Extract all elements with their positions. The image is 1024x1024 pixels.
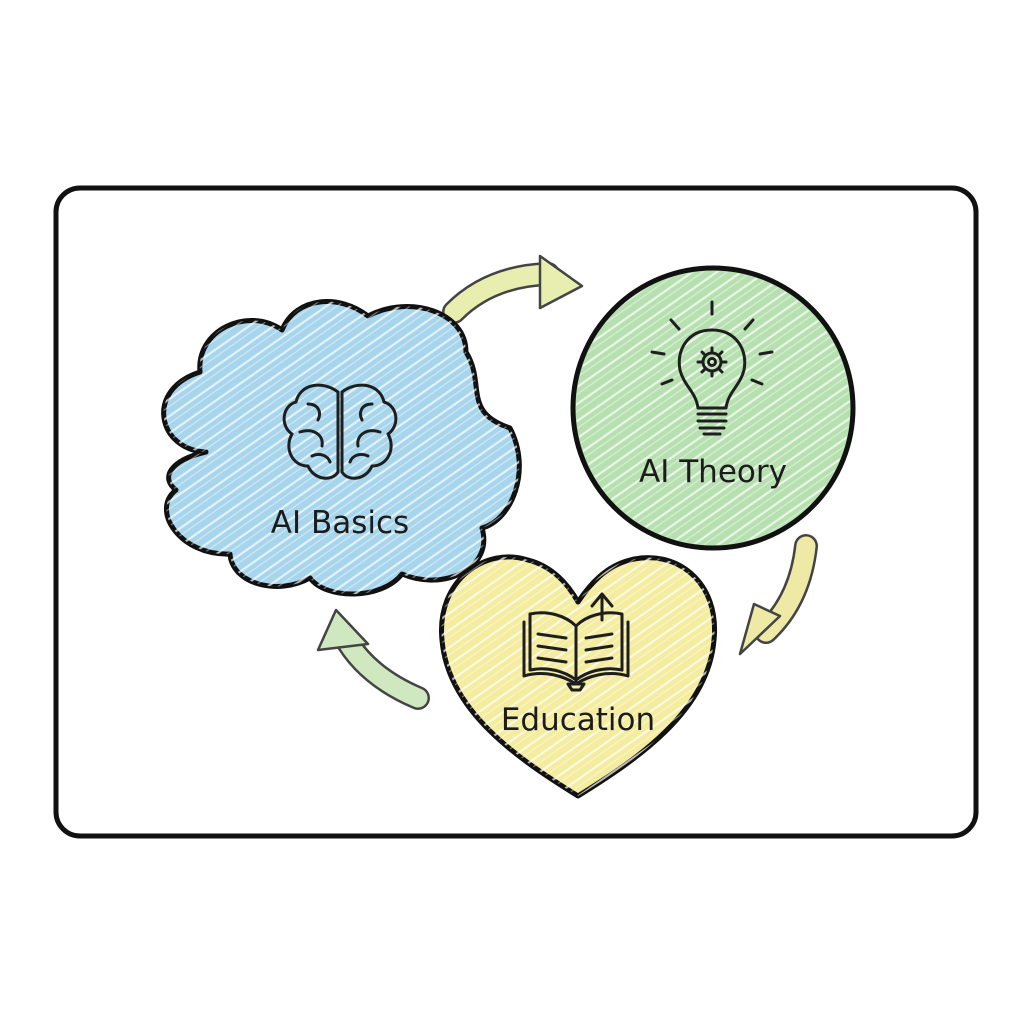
- arrow-basics-to-theory-head: [538, 254, 584, 310]
- node-ai-theory: AI Theory: [570, 265, 856, 551]
- arrow-education-to-basics-head: [316, 608, 370, 652]
- education-label: Education: [501, 702, 655, 738]
- arrow-basics-to-theory: [442, 254, 584, 324]
- ai-theory-label: AI Theory: [639, 454, 787, 490]
- arrow-education-to-basics: [316, 608, 430, 710]
- arrow-theory-to-education-head: [738, 602, 782, 656]
- book-upload-icon: [522, 592, 630, 692]
- arrow-theory-to-education: [738, 534, 818, 656]
- node-education: Education: [439, 554, 718, 799]
- arrow-theory-to-education-shaft-fill: [756, 536, 816, 642]
- heart-hatch: [441, 556, 715, 796]
- node-ai-basics: AI Basics: [161, 299, 522, 597]
- arrow-basics-to-theory-shaft-fill: [444, 264, 558, 322]
- ai-basics-label: AI Basics: [271, 505, 409, 541]
- brain-icon: [282, 383, 398, 480]
- lightbulb-gear-icon: [650, 300, 774, 436]
